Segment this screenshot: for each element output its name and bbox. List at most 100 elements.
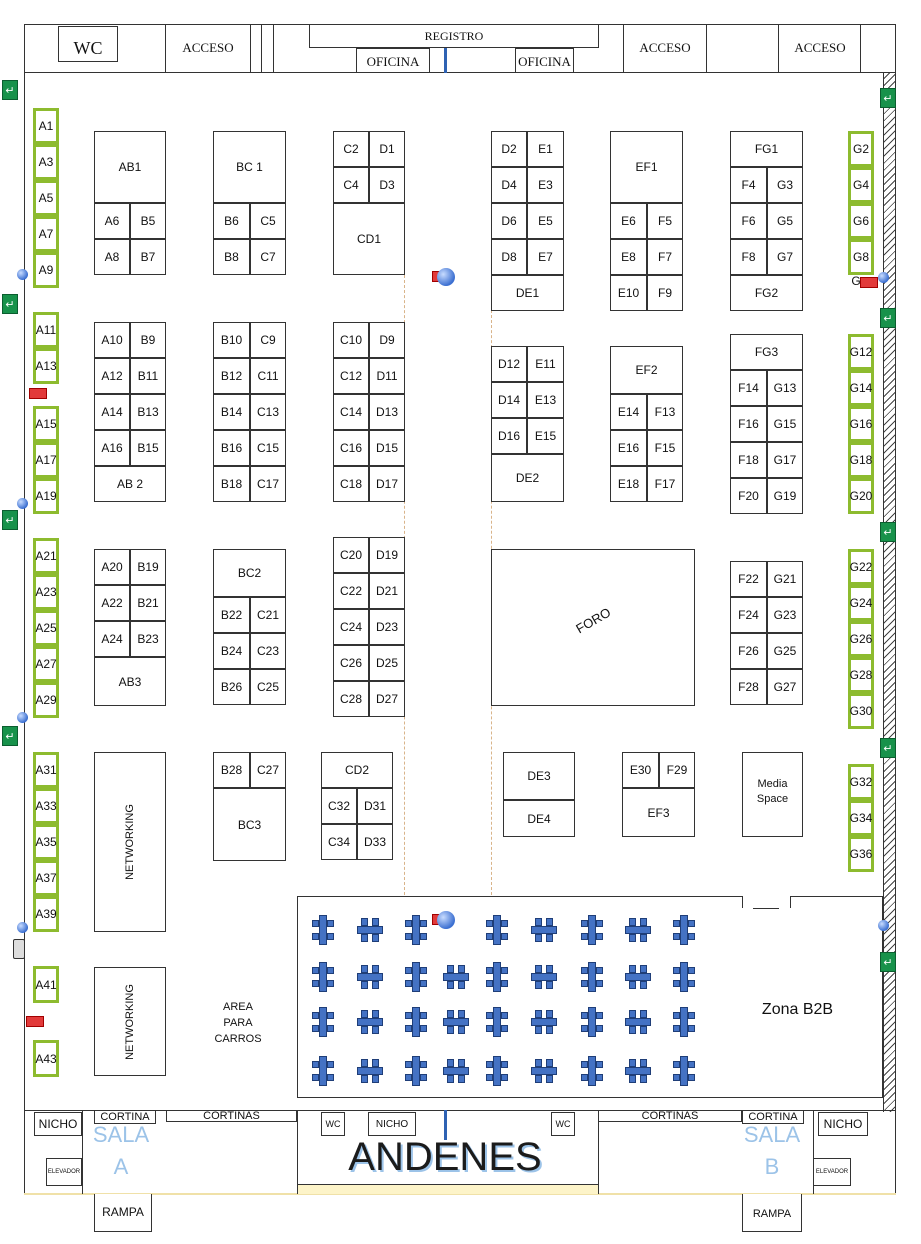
stand-a43: A43 (33, 1040, 59, 1077)
stand-a31: A31 (33, 752, 59, 788)
stand-cd2: CD2 (321, 752, 393, 788)
stand-e16: E16 (610, 430, 647, 466)
b2b-table-icon (357, 962, 383, 992)
networking-label-1: NETWORKING (124, 804, 136, 880)
stand-f20: F20 (730, 478, 767, 514)
stand-d31: D31 (357, 788, 393, 824)
stand-c17: C17 (250, 466, 286, 502)
sala-a-letter: A (113, 1154, 129, 1179)
stand-d21: D21 (369, 573, 405, 609)
acceso-label-1: ACCESO (182, 40, 234, 55)
b2b-table-icon (403, 962, 429, 992)
stand-d13: D13 (369, 394, 405, 430)
stand-fg1: FG1 (730, 131, 803, 167)
wall-line (250, 24, 251, 73)
wall-line (273, 24, 274, 73)
stand-f16: F16 (730, 406, 767, 442)
b2b-table-icon (357, 915, 383, 945)
rampa-box-right (742, 1194, 802, 1232)
b2b-table-icon (625, 962, 651, 992)
stand-d8: D8 (491, 239, 527, 275)
stand-ab1: AB1 (94, 131, 166, 203)
stand-bc1: BC 1 (213, 131, 286, 203)
stand-a20: A20 (94, 549, 130, 585)
cortinas-label-left: CORTINAS (203, 1110, 260, 1122)
stand-e13: E13 (527, 382, 564, 418)
stand-bc2: BC2 (213, 549, 286, 597)
stand-b9: B9 (130, 322, 166, 358)
stand-f8: F8 (730, 239, 767, 275)
stand-d9: D9 (369, 322, 405, 358)
stand-a29: A29 (33, 682, 59, 718)
stand-b13: B13 (130, 394, 166, 430)
oficina-box-1 (356, 48, 430, 73)
emergency-exit-icon: ↵ (2, 294, 18, 314)
b2b-table-icon (579, 962, 605, 992)
registro-box (309, 24, 599, 48)
stand-a15: A15 (33, 406, 59, 442)
stand-ef3: EF3 (622, 788, 695, 837)
elevador-box-right (813, 1158, 851, 1186)
camera-icon (17, 269, 28, 280)
stand-d3: D3 (369, 167, 405, 203)
stand-f29: F29 (659, 752, 695, 788)
stand-d19: D19 (369, 537, 405, 573)
stand-c4: C4 (333, 167, 369, 203)
stand-c21: C21 (250, 597, 286, 633)
stand-a8: A8 (94, 239, 130, 275)
b2b-table-icon (443, 1007, 469, 1037)
stand-a27: A27 (33, 646, 59, 682)
stand-a13: A13 (33, 348, 59, 384)
stand-e5: E5 (527, 203, 564, 239)
stand-a23: A23 (33, 574, 59, 610)
area-carros-label: AREA PARA CARROS (214, 1000, 262, 1045)
stand-a22: A22 (94, 585, 130, 621)
stand-g16: G16 (848, 406, 874, 442)
stand-c9: C9 (250, 322, 286, 358)
stand-c15: C15 (250, 430, 286, 466)
stand-f15: F15 (647, 430, 683, 466)
stand-g27: G27 (767, 669, 803, 705)
rampa-box-left (94, 1194, 152, 1232)
cortina-box-right (742, 1110, 804, 1124)
registro-label: REGISTRO (424, 28, 484, 43)
stand-a12: A12 (94, 358, 130, 394)
b2b-table-icon (443, 962, 469, 992)
stand-ef1: EF1 (610, 131, 683, 203)
oficina-label-1: OFICINA (366, 54, 420, 69)
b2b-table-icon (531, 1007, 557, 1037)
stand-g20: G20 (848, 478, 874, 514)
wc-box-left (321, 1112, 345, 1136)
stand-f22: F22 (730, 561, 767, 597)
b2b-table-icon (403, 1007, 429, 1037)
b2b-table-icon (357, 1007, 383, 1037)
stand-bc3: BC3 (213, 788, 286, 861)
stand-c32: C32 (321, 788, 357, 824)
stand-a16: A16 (94, 430, 130, 466)
b2b-table-icon (625, 1007, 651, 1037)
stand-a39: A39 (33, 896, 59, 932)
stand-g2: G2 (848, 131, 874, 167)
b2b-table-icon (671, 962, 697, 992)
networking-label-2: NETWORKING (124, 984, 136, 1060)
stand-c7: C7 (250, 239, 286, 275)
stand-b15: B15 (130, 430, 166, 466)
stand-a5: A5 (33, 180, 59, 216)
b2b-table-icon (531, 962, 557, 992)
media-space-label: Media Space (756, 778, 789, 805)
b2b-table-icon (625, 915, 651, 945)
b2b-table-icon (531, 915, 557, 945)
stand-b5: B5 (130, 203, 166, 239)
cortinas-label-right: CORTINAS (641, 1110, 699, 1122)
stand-c2: C2 (333, 131, 369, 167)
wc-label-left: WC (325, 1119, 341, 1129)
camera-icon (17, 712, 28, 723)
stand-c27: C27 (250, 752, 286, 788)
stand-g14: G14 (848, 370, 874, 406)
bottom-wall (24, 1110, 25, 1194)
stand-g25: G25 (767, 633, 803, 669)
stand-b22: B22 (213, 597, 250, 633)
stand-a35: A35 (33, 824, 59, 860)
cortinas-box-right (598, 1110, 742, 1122)
stand-e3: E3 (527, 167, 564, 203)
